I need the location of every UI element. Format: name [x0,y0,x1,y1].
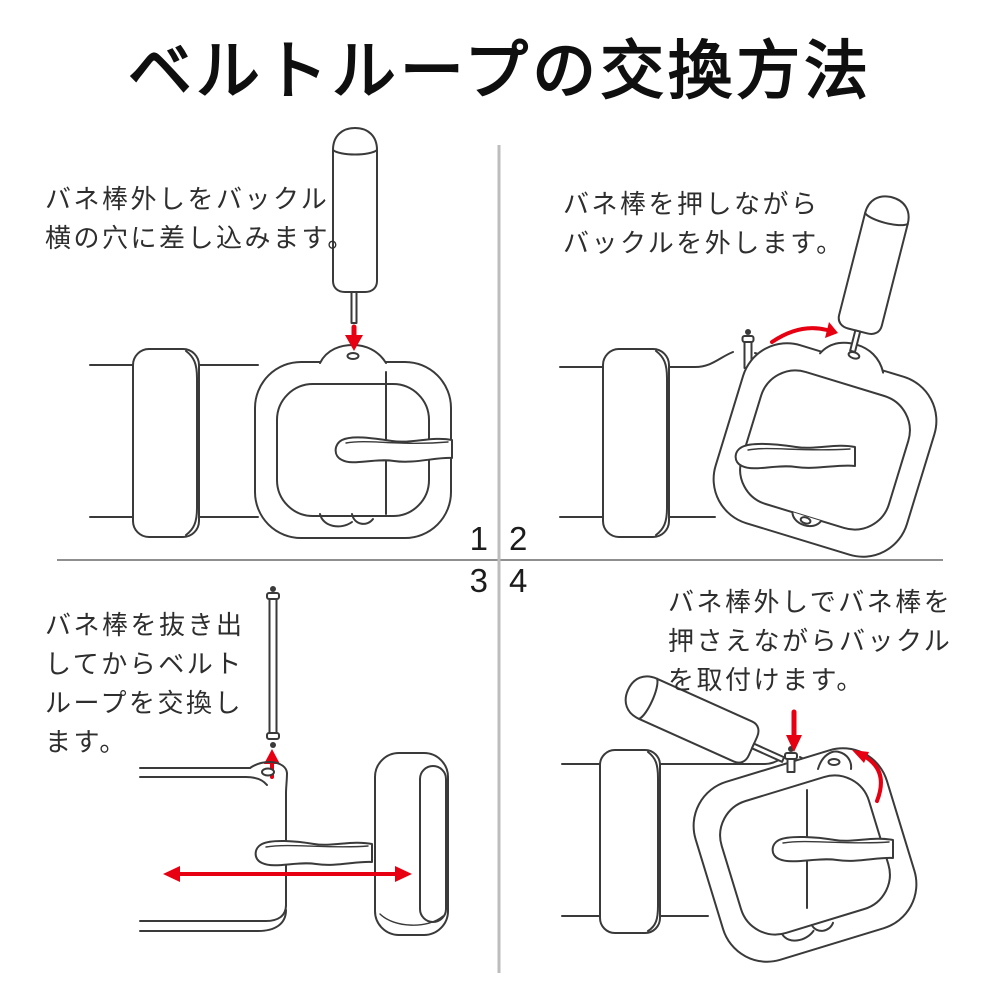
illustration-step1 [89,127,453,539]
red-arrow-rotate-open [770,322,838,344]
step1-instruction: バネ棒外しをバックル 横の穴に差し込みます。 [45,180,356,258]
step4-line1: バネ棒外しでバネ棒を [668,587,953,617]
illustration-step2 [559,195,938,558]
buckle [712,341,938,558]
spring-bar [784,746,798,773]
step1-line1: バネ棒外しをバックル [45,184,330,214]
spring-bar-hole [827,758,841,766]
spring-bar-tool [837,195,910,353]
step4-line2: 押さえながらバックル [668,626,953,656]
tool-pin [750,742,786,763]
buckle-prong [734,443,856,470]
red-arrow-slide-both-ways [163,866,412,882]
step-number-2: 2 [509,520,528,557]
step-number-3: 3 [469,562,488,599]
step4-instruction: バネ棒外しでバネ棒を 押さえながらバックル を取付けます。 [668,583,952,700]
illustration-step4 [561,675,918,963]
step2-line2: バックルを外します。 [563,228,845,258]
tool-pin [849,329,862,353]
step2-instruction: バネ棒を押しながら バックルを外します。 [563,185,845,263]
belt-loop-keeper [599,749,661,934]
step-number-4: 4 [509,562,528,599]
red-arrow-down-insert [345,324,363,351]
spring-bar-tool [624,675,786,764]
spring-bar [266,586,280,748]
replacement-belt-loop [374,752,449,936]
red-arrow-down-press [786,709,802,752]
step-number-1: 1 [469,520,488,557]
step3-line4: ます。 [45,727,128,757]
belt-loop-keeper [132,348,200,538]
step3-line1: バネ棒を抜き出 [45,610,245,640]
step3-line2: してからベルト [45,649,244,679]
illustration-step3 [139,586,449,936]
tool-pin [350,291,358,324]
spring-bar-tool [332,127,378,324]
step3-instruction: バネ棒を抜き出 してからベルト ループを交換し ます。 [45,606,245,762]
spring-bar-hole [346,352,360,360]
belt-loop-keeper [602,348,670,538]
buckle-prong [334,436,453,464]
step1-line2: 横の穴に差し込みます。 [45,223,356,253]
buckle-prong [771,836,894,863]
red-arrow-rotate-attach [852,750,883,803]
step3-line3: ループを交換し [45,688,243,718]
step4-line3: を取付けます。 [668,665,865,695]
page-title: ベルトループの交換方法 [127,35,873,107]
step2-line1: バネ棒を押しながら [563,189,820,219]
spring-bar-hole [261,767,275,777]
buckle-prong [254,840,373,867]
